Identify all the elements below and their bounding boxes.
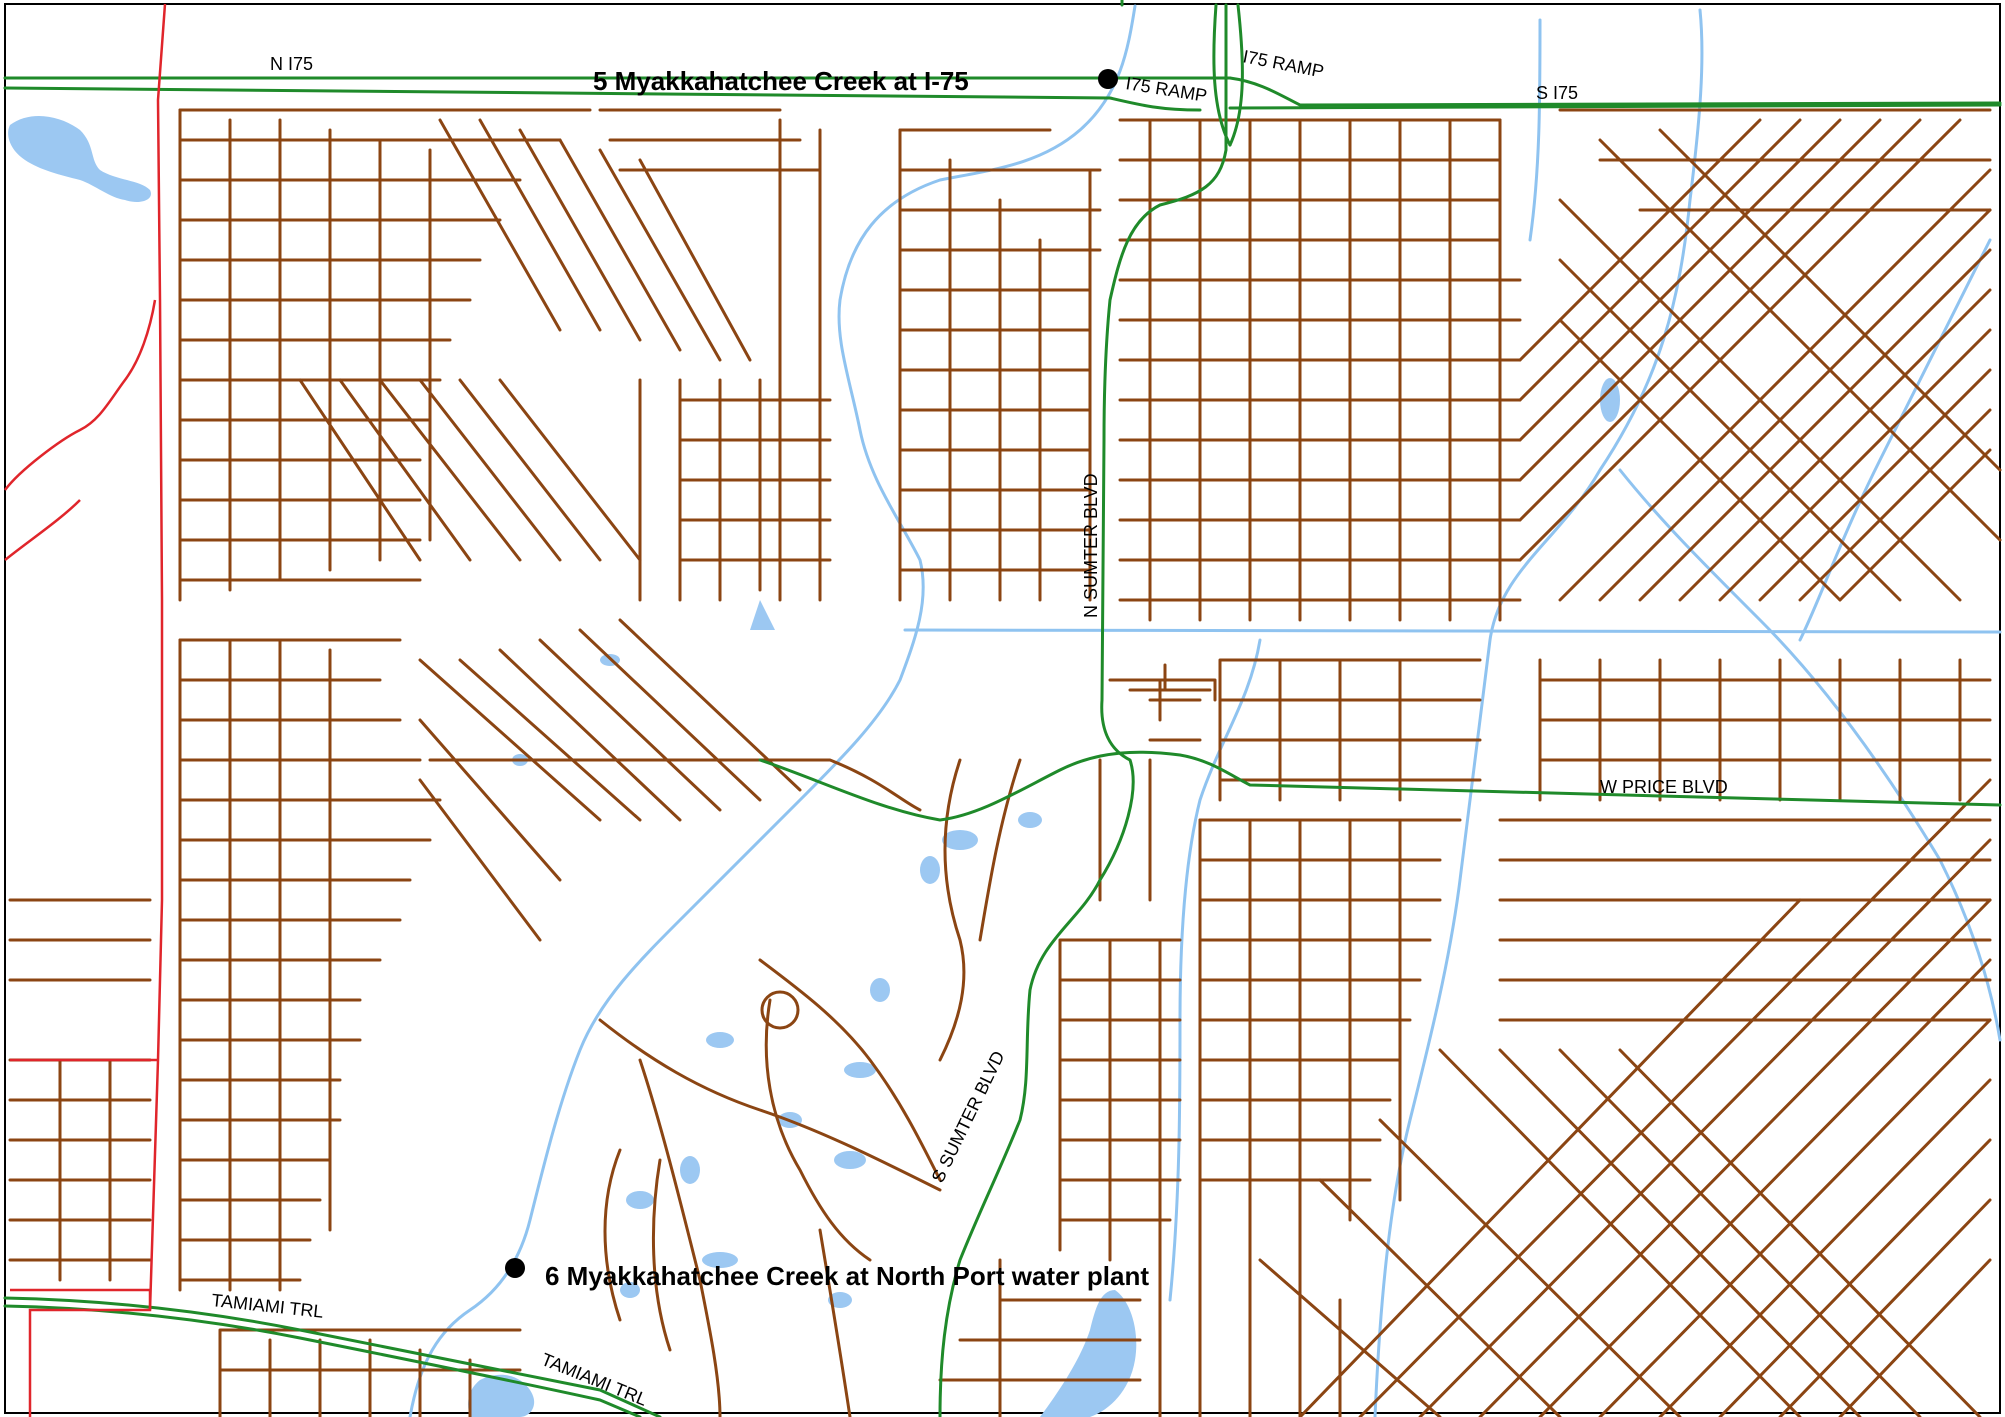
label-n-sumter-blvd: N SUMTER BLVD	[1081, 473, 1101, 618]
site-5-label: 5 Myakkahatchee Creek at I-75	[593, 66, 969, 96]
i75-south	[1228, 103, 2002, 110]
street-network	[8, 108, 2002, 1417]
site-6-label: 6 Myakkahatchee Creek at North Port wate…	[545, 1261, 1149, 1291]
highway-layer	[3, 0, 2002, 1417]
label-n-i75: N I75	[270, 54, 313, 74]
site-6-marker[interactable]	[505, 1258, 525, 1278]
w-price-blvd	[758, 750, 2002, 822]
water-layer	[8, 4, 2002, 1417]
sampling-sites	[505, 69, 1118, 1278]
label-s-i75: S I75	[1536, 83, 1578, 103]
site-5-marker[interactable]	[1098, 69, 1118, 89]
city-boundary	[4, 3, 167, 1417]
tamiami-trl	[3, 1296, 662, 1417]
sumter-blvd	[938, 3, 1228, 1417]
label-w-price-blvd: W PRICE BLVD	[1600, 777, 1728, 797]
myakkahatchee-creek	[408, 4, 1137, 1417]
lake-west	[8, 115, 151, 202]
map-frame	[4, 3, 2001, 1414]
